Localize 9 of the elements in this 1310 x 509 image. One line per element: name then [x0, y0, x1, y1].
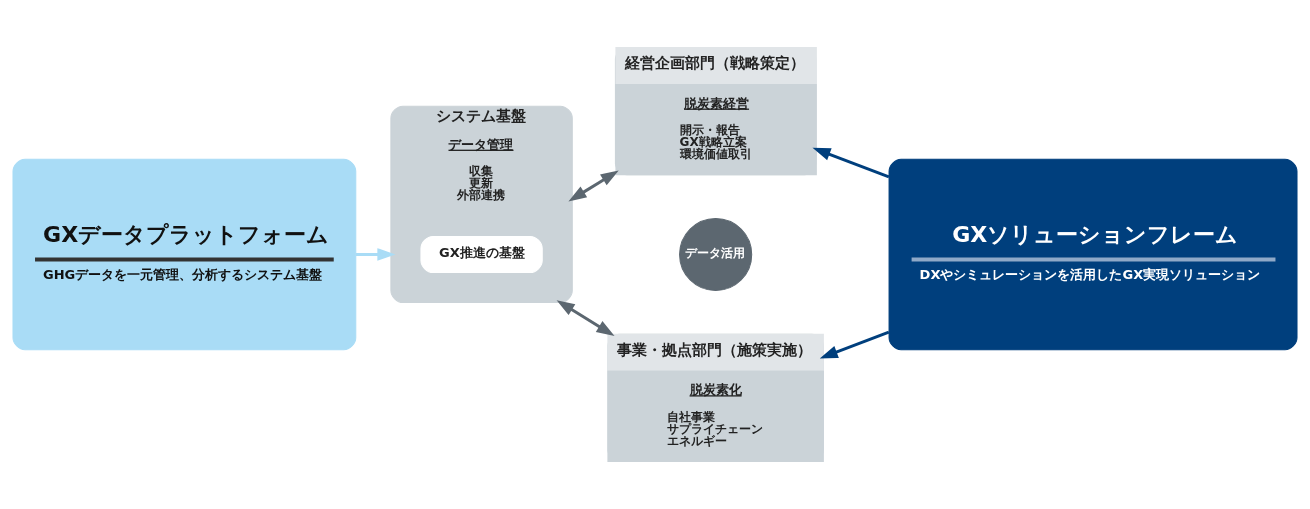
arrow: [355, 248, 396, 261]
arrow: [568, 170, 619, 202]
arrow: [819, 330, 890, 359]
node-box: GXソリューションフレーム DXやシミュレーションを活用したGX実現ソリューション: [888, 158, 1298, 351]
arrow: [812, 147, 890, 179]
node-circle: データ活用: [679, 217, 753, 292]
arrow: [556, 300, 615, 336]
node-box: GX推進の基盤: [420, 235, 543, 274]
node-box: GXデータプラットフォーム GHGデータを一元管理、分析するシステム基盤: [12, 158, 357, 351]
